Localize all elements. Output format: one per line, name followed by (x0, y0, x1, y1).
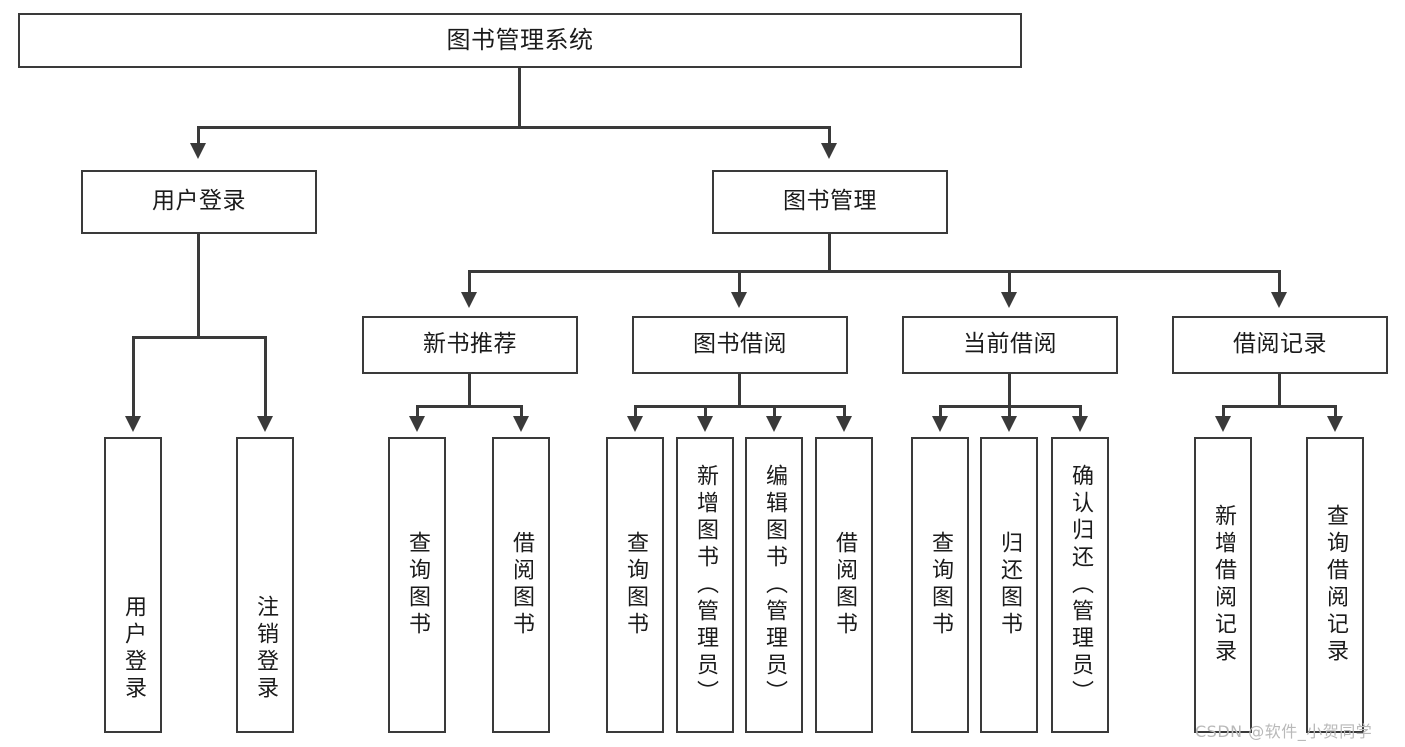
node-label: 注销登录 (253, 595, 278, 703)
node-label: 借阅图书 (509, 531, 534, 639)
arrowhead-borrow-2 (697, 416, 713, 432)
connector-to-book-manage (828, 126, 831, 148)
leaf-current-return-book[interactable]: 归还图书 (980, 437, 1038, 733)
connector-root-bar (197, 126, 831, 129)
node-label: 查询图书 (623, 531, 648, 639)
arrowhead-leaf-user-login-1 (125, 416, 141, 432)
arrowhead-current-3 (1072, 416, 1088, 432)
arrowhead-recommend-1 (409, 416, 425, 432)
connector-borrow-drop-4 (843, 405, 846, 421)
arrowhead-level2-4 (1271, 292, 1287, 308)
leaf-current-query-book[interactable]: 查询图书 (911, 437, 969, 733)
node-label: 用户登录 (152, 188, 246, 215)
node-label: 借阅图书 (832, 531, 857, 639)
connector-user-login-bar (132, 336, 267, 339)
arrowhead-current-2 (1001, 416, 1017, 432)
connector-borrow-drop-3 (773, 405, 776, 421)
arrowhead-leaf-user-login-2 (257, 416, 273, 432)
arrowhead-recommend-2 (513, 416, 529, 432)
node-user-login[interactable]: 用户登录 (81, 170, 317, 234)
node-label: 用户登录 (121, 595, 146, 703)
node-label: 查询借阅记录 (1323, 504, 1348, 666)
connector-record-stem (1278, 374, 1281, 406)
node-label: 归还图书 (997, 531, 1022, 639)
connector-record-bar (1222, 405, 1337, 408)
leaf-user-login-logout[interactable]: 注销登录 (236, 437, 294, 733)
connector-user-login-stem (197, 234, 200, 337)
connector-to-user-login (197, 126, 200, 148)
leaf-borrow-edit-book-admin[interactable]: 编辑图书（管理员） (745, 437, 803, 733)
arrowhead-current-1 (932, 416, 948, 432)
connector-level2-drop-2 (738, 270, 741, 297)
arrowhead-borrow-3 (766, 416, 782, 432)
arrowhead-book-manage (821, 143, 837, 159)
arrowhead-record-1 (1215, 416, 1231, 432)
connector-borrow-bar (634, 405, 846, 408)
arrowhead-level2-1 (461, 292, 477, 308)
leaf-borrow-add-book-admin[interactable]: 新增图书（管理员） (676, 437, 734, 733)
connector-root-stem (518, 68, 521, 128)
leaf-current-confirm-return-admin[interactable]: 确认归还（管理员） (1051, 437, 1109, 733)
node-label: 确认归还（管理员） (1068, 463, 1093, 707)
leaf-recommend-query-book[interactable]: 查询图书 (388, 437, 446, 733)
node-root-system[interactable]: 图书管理系统 (18, 13, 1022, 68)
leaf-borrow-query-book[interactable]: 查询图书 (606, 437, 664, 733)
node-borrow-record[interactable]: 借阅记录 (1172, 316, 1388, 374)
arrowhead-borrow-1 (627, 416, 643, 432)
node-label: 图书管理系统 (446, 26, 594, 55)
connector-book-manage-stem (828, 234, 831, 272)
node-label: 图书管理 (783, 188, 877, 215)
connector-borrow-drop-2 (704, 405, 707, 421)
connector-current-drop-2 (1008, 405, 1011, 421)
connector-level2-drop-1 (468, 270, 471, 297)
node-new-book-recommend[interactable]: 新书推荐 (362, 316, 578, 374)
connector-recommend-drop-1 (416, 405, 419, 421)
leaf-user-login-login[interactable]: 用户登录 (104, 437, 162, 733)
arrowhead-level2-3 (1001, 292, 1017, 308)
node-label: 编辑图书（管理员） (762, 463, 787, 707)
node-label: 新增图书（管理员） (693, 463, 718, 707)
leaf-recommend-borrow-book[interactable]: 借阅图书 (492, 437, 550, 733)
leaf-record-query-record[interactable]: 查询借阅记录 (1306, 437, 1364, 733)
connector-recommend-drop-2 (520, 405, 523, 421)
connector-level2-bar (468, 270, 1280, 273)
node-label: 当前借阅 (963, 331, 1057, 358)
leaf-borrow-borrow-book[interactable]: 借阅图书 (815, 437, 873, 733)
connector-recommend-bar (416, 405, 523, 408)
arrowhead-level2-2 (731, 292, 747, 308)
node-label: 新增借阅记录 (1211, 504, 1236, 666)
connector-borrow-drop-1 (634, 405, 637, 421)
arrowhead-borrow-4 (836, 416, 852, 432)
csdn-watermark: CSDN @软件_小贺同学 (1195, 722, 1373, 741)
connector-level2-drop-4 (1278, 270, 1281, 297)
connector-current-drop-1 (939, 405, 942, 421)
connector-user-login-drop-1 (132, 336, 135, 421)
connector-record-drop-1 (1222, 405, 1225, 421)
node-label: 借阅记录 (1233, 331, 1327, 358)
connector-recommend-stem (468, 374, 471, 406)
node-label: 新书推荐 (423, 331, 517, 358)
connector-user-login-drop-2 (264, 336, 267, 421)
connector-borrow-stem (738, 374, 741, 406)
node-book-borrow[interactable]: 图书借阅 (632, 316, 848, 374)
node-label: 查询图书 (405, 531, 430, 639)
arrowhead-user-login (190, 143, 206, 159)
leaf-record-add-record[interactable]: 新增借阅记录 (1194, 437, 1252, 733)
node-label: 查询图书 (928, 531, 953, 639)
connector-current-stem (1008, 374, 1011, 406)
arrowhead-record-2 (1327, 416, 1343, 432)
connector-record-drop-2 (1334, 405, 1337, 421)
node-current-borrow[interactable]: 当前借阅 (902, 316, 1118, 374)
node-label: 图书借阅 (693, 331, 787, 358)
connector-current-drop-3 (1079, 405, 1082, 421)
node-book-management[interactable]: 图书管理 (712, 170, 948, 234)
connector-level2-drop-3 (1008, 270, 1011, 297)
